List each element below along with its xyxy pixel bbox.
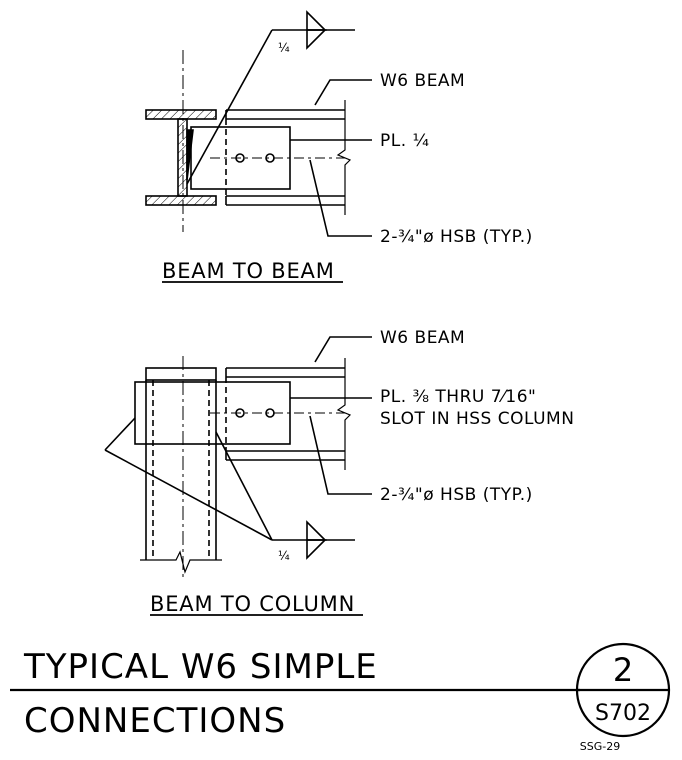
detail-title: BEAM TO BEAM: [162, 259, 335, 283]
title-block: [10, 642, 671, 738]
beam-to-column-detail: [104, 336, 372, 616]
beam-label: W6 BEAM: [380, 328, 465, 348]
bolt-group: [235, 153, 275, 163]
plate-label: PL. ¼: [380, 131, 430, 151]
beam-leader: [314, 79, 372, 106]
detail-number: 2: [613, 651, 633, 689]
bolt-leader: [309, 415, 372, 495]
supported-beam: [210, 100, 352, 215]
plate-label: PL. ⅜ THRU 7⁄16": [380, 387, 536, 407]
drawing-title-line2: CONNECTIONS: [24, 701, 286, 741]
beam-to-beam-detail: [145, 10, 372, 283]
plate-note: SLOT IN HSS COLUMN: [380, 409, 574, 429]
detail-title: BEAM TO COLUMN: [150, 592, 355, 616]
girder-section: [145, 50, 217, 232]
weld-size-label: ¼: [278, 41, 290, 55]
bolt-leader: [309, 159, 372, 237]
drawing-title-line1: TYPICAL W6 SIMPLE: [23, 647, 378, 687]
beam-leader: [314, 336, 372, 363]
fillet-weld-symbol: [186, 10, 355, 185]
bolt-label: 2-¾"ø HSB (TYP.): [380, 485, 533, 505]
beam-label: W6 BEAM: [380, 71, 465, 91]
hss-column: [140, 356, 222, 580]
bolt-label: 2-¾"ø HSB (TYP.): [380, 227, 533, 247]
drawing-reference: SSG-29: [580, 740, 620, 753]
sheet-number: S702: [595, 701, 651, 726]
weld-size-label: ¼: [278, 549, 290, 563]
supported-beam: [210, 358, 352, 470]
fillet-weld-symbol: [104, 417, 355, 560]
shear-plate: [190, 126, 291, 190]
